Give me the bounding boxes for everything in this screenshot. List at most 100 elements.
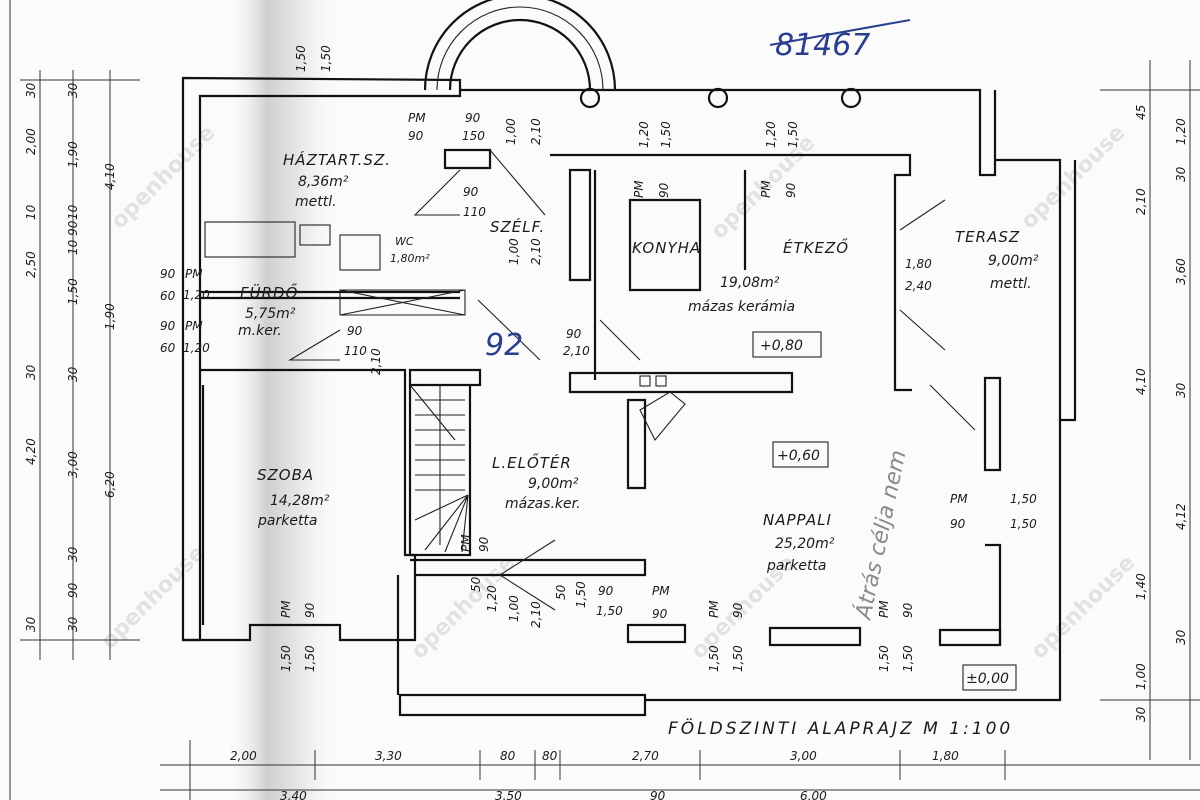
staircase-icon [414,385,469,553]
room-furdo: FÜRDŐ 5,75m² m.ker. [238,282,298,339]
opening-label: PM [408,111,426,125]
dimension-label: 3,00 [66,451,80,478]
opening-label: 150 [462,129,485,143]
opening-label: 2,10 [529,601,543,628]
dimension-label: 4,10 [1134,368,1148,395]
dimension-label: 30 [24,616,38,632]
dimension-label: 3,40 [280,789,307,800]
handwritten-note: 92 [485,328,523,363]
room-area: 5,75m² [245,306,296,322]
dimensions-right: 45 2,10 4,10 1,40 1,00 30 1,20 30 3,60 3… [1134,105,1188,722]
opening-label: 1,20 [764,121,778,148]
drawing-title: FÖLDSZINTI ALAPRAJZ M 1:100 [668,717,1013,739]
opening-label: 1,50 [303,645,317,672]
opening-label: PM [459,534,473,552]
dimension-label: 1,90 [66,141,80,168]
opening-label: 1,50 [786,121,800,148]
room-area: 25,20m² [775,536,835,552]
room-wc: WC 1,80m² [390,235,430,265]
handwritten-code: 81467 [775,28,870,63]
room-terasz: TERASZ 9,00m² mettl. [955,228,1039,292]
dimension-label: 90 [160,319,176,333]
opening-label: 90 [950,517,966,531]
column-icon [840,87,862,109]
dimension-label: 30 [66,616,80,632]
dimension-label: 60 [160,289,176,303]
dimension-label: 4,20 [24,438,38,465]
opening-label: 110 [344,344,367,358]
room-konyha: KONYHA [632,239,701,257]
dimension-label: 3,30 [375,749,402,763]
room-area: 14,28m² [270,493,330,509]
room-name: HÁZTART.SZ. [283,150,391,169]
opening-label: PM [652,584,670,598]
dimension-label: 90 [66,582,80,598]
opening-label: 90 [347,324,363,338]
room-name: ÉTKEZŐ [783,237,849,257]
opening-label: 2,10 [369,348,383,375]
door-swings [288,149,976,611]
dimension-label: 30 [24,82,38,98]
dimension-label: 1,90 [103,303,117,330]
opening-label: 2,10 [529,238,543,265]
dimension-label: 30 [66,82,80,98]
opening-label: PM [707,600,721,618]
dimension-label: 10 [66,204,80,220]
dimension-label: 90 [650,789,666,800]
opening-label: 90 [477,536,491,552]
dimension-label: 10 [24,204,38,220]
dimension-label: 1,40 [1134,573,1148,600]
room-name: SZOBA [257,466,314,484]
dimension-label: 6,00 [800,789,827,800]
dimension-label: 1,50 [66,278,80,305]
room-name: L.ELŐTÉR [492,452,572,472]
room-area: 1,80m² [390,252,430,265]
dimension-label: 30 [1174,382,1188,398]
opening-label: 1,20 [183,288,210,302]
opening-label: 50 [469,576,483,592]
bathtub-icon [204,221,296,258]
opening-label: 50 [554,584,568,600]
dimension-label: 90 [160,267,176,281]
opening-label: 1,50 [659,121,673,148]
opening-label: 1,20 [183,341,210,355]
room-haztartasi: HÁZTART.SZ. 8,36m² mettl. [283,150,391,210]
dimension-label: 30 [66,546,80,562]
dimension-label: 45 [1134,105,1148,120]
opening-label: PM [185,319,203,333]
room-floor: mázas kerámia [688,299,795,315]
opening-label: 1,00 [504,118,518,145]
opening-label: 1,50 [279,645,293,672]
dimension-label: 4,10 [103,163,117,190]
dimension-label: 2,00 [24,128,38,155]
room-szoba: SZOBA 14,28m² parketta [257,466,330,529]
strike-through [769,19,911,46]
opening-label: 90 [465,111,481,125]
dimension-label: 6,20 [103,471,117,498]
opening-label: PM [950,492,968,506]
opening-label: 1,50 [1010,492,1037,506]
walls [181,76,1077,717]
dimension-label: 80 [500,749,516,763]
dimension-label: 3,60 [1174,258,1188,285]
fixtures [204,221,686,441]
opening-label: 1,50 [1010,517,1037,531]
dimension-label: 3,50 [495,789,522,800]
opening-label: 1,50 [294,45,308,72]
opening-label: 1,50 [901,645,915,672]
opening-label: PM [759,180,773,198]
opening-label: 1,00 [507,595,521,622]
room-name: FÜRDŐ [240,282,298,302]
room-floor: parketta [766,558,827,574]
opening-label: 90 [901,602,915,618]
terrace-arch [423,0,862,109]
opening-label: 90 [303,602,317,618]
room-floor: mettl. [295,194,337,210]
level-marks: +0,80 +0,60 ±0,00 [752,331,1017,691]
dimensions-bottom: 2,00 3,30 80 80 2,70 3,00 1,80 3,40 3,50… [230,749,959,800]
level-mark: +0,80 [760,338,803,354]
dimension-label: 80 [542,749,558,763]
opening-label: 90 [408,129,424,143]
